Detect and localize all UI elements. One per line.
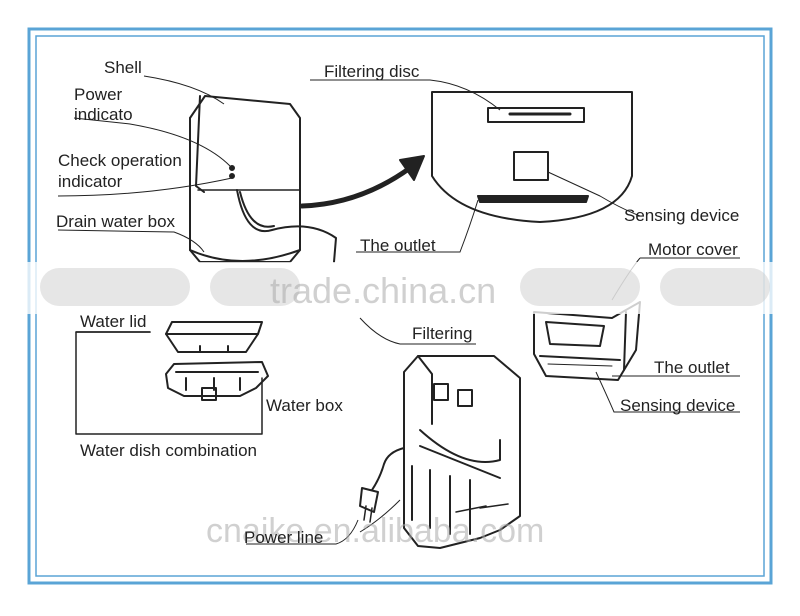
label-power-indicator-line1: Power: [74, 85, 122, 105]
label-power-line: Power line: [244, 528, 323, 548]
label-water-dish-combination: Water dish combination: [80, 441, 257, 461]
watermark-blob: [40, 268, 190, 306]
water-dish-bracket: [76, 332, 262, 434]
label-sensing-device-right: Sensing device: [620, 396, 735, 416]
label-sensing-device-top: Sensing device: [624, 206, 739, 226]
label-shell: Shell: [104, 58, 142, 78]
label-filtering-disc: Filtering disc: [324, 62, 419, 82]
label-the-outlet-top: The outlet: [360, 236, 436, 256]
watermark-center: trade.china.cn: [270, 270, 496, 312]
water-box-part: [166, 362, 268, 400]
label-drain-water-box: Drain water box: [56, 212, 175, 232]
watermark-blob: [520, 268, 640, 306]
hand-dryer-shell: [190, 96, 336, 262]
label-water-box: Water box: [266, 396, 343, 416]
label-filtering: Filtering: [412, 324, 472, 344]
watermark-blob: [660, 268, 770, 306]
label-motor-cover: Motor cover: [648, 240, 738, 260]
label-check-operation-line2: indicator: [58, 172, 122, 192]
label-the-outlet-right: The outlet: [654, 358, 730, 378]
exploded-view-arrow: [302, 168, 410, 206]
label-water-lid: Water lid: [80, 312, 146, 332]
label-power-indicator-line2: indicato: [74, 105, 133, 125]
filtering-disc-panel: [432, 92, 632, 222]
label-check-operation-line1: Check operation: [58, 151, 182, 171]
water-lid-part: [166, 322, 262, 352]
